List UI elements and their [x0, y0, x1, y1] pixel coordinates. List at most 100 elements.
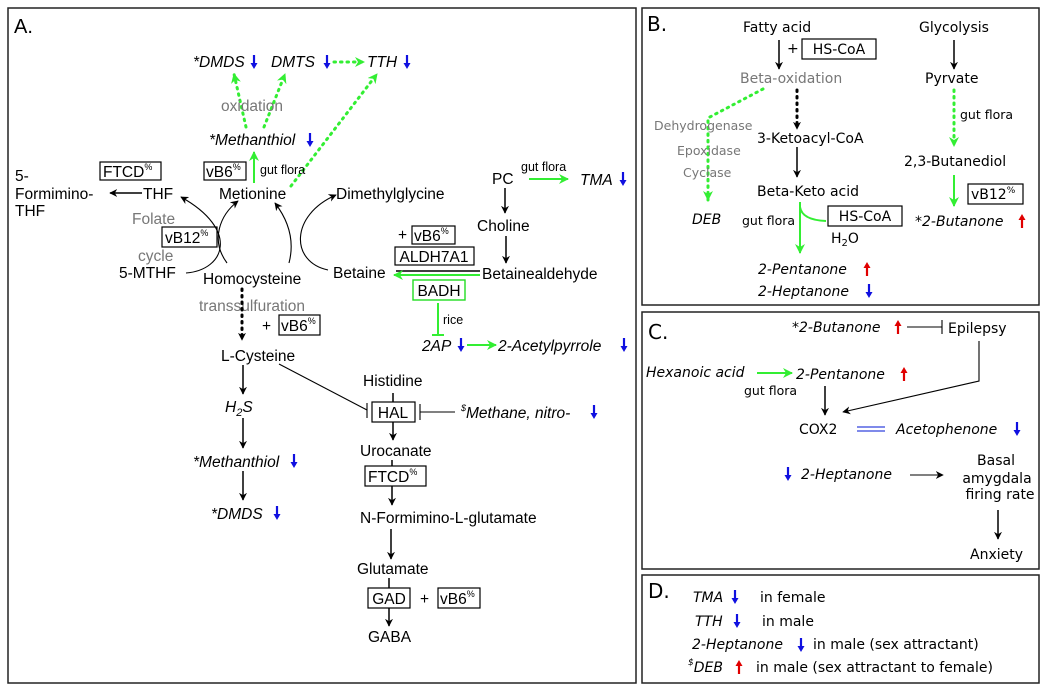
folate-cycle-arc: [180, 196, 221, 274]
homocysteine-label: Homocysteine: [203, 271, 301, 288]
legend-note: in male (sex attractant to female): [756, 660, 993, 676]
ftcd-enzyme-box: [364, 465, 427, 487]
cox2-label: COX2: [799, 422, 837, 438]
epilepsy-to-cox2-arrow: [842, 341, 980, 415]
decrease-arrow-icon: [619, 336, 629, 354]
vb6-label: vB6%: [281, 316, 316, 335]
amygdala-label: amygdala: [962, 471, 1031, 487]
increase-arrow-icon: [1017, 212, 1027, 230]
badh-enzyme-box: [412, 279, 466, 301]
increase-arrow-icon: [862, 260, 872, 278]
vb6-cofactor-box: [411, 225, 456, 245]
2-acetylpyrrole-label: 2-Acetylpyrrole: [497, 338, 602, 355]
deb-label: DEB: [692, 212, 721, 228]
legend-compound: $DEB: [688, 658, 723, 676]
cyclase-label: Cyclase: [683, 165, 732, 180]
dimethylglycine-label: Dimethylglycine: [336, 186, 445, 203]
cycle-label: cycle: [138, 248, 173, 265]
ftcd-enzyme-box: [99, 161, 162, 181]
gut-flora-label: gut flora: [742, 213, 795, 228]
tma-label: TMA: [580, 172, 613, 189]
vb6-cofactor-box: [437, 587, 481, 609]
ftcd-label: FTCD%: [368, 467, 417, 486]
plus-sign: +: [420, 591, 429, 608]
firing-rate-label: firing rate: [965, 487, 1034, 503]
legend-row: TTH in male: [695, 612, 814, 630]
decrease-arrow-icon: [730, 588, 740, 606]
tth-label: TTH: [367, 54, 398, 71]
oxidation-arrow-dmds: [231, 72, 248, 129]
panel-c-label: C.: [648, 320, 668, 344]
2ap-label: 2AP: [421, 338, 452, 355]
cysteine-inhibits-hal-line: [278, 363, 368, 411]
thf-label: THF: [143, 186, 173, 203]
panel-a-frame: [7, 7, 637, 684]
badh-label: BADH: [417, 283, 460, 300]
legend-row: 2-Heptanone in male (sex attractant): [692, 636, 979, 654]
decrease-arrow-icon: [249, 53, 259, 71]
metionine-to-tth-arrow: [289, 72, 379, 188]
methanthiol-bottom-label: *Methanthiol: [193, 454, 280, 471]
decrease-arrow-icon: [589, 403, 599, 421]
oxidation-arrow-dmts: [262, 72, 287, 129]
homocysteine-to-metionine-arc: [217, 200, 239, 264]
panel-c-frame: [641, 311, 1040, 570]
3-ketoacyl-coa-label: 3-Ketoacyl-CoA: [757, 131, 864, 147]
methane-nitro-label: $Methane, nitro-: [460, 403, 570, 422]
panel-c: C. *2-Butanone Epilepsy Hexanoic acid gu…: [646, 318, 1035, 563]
plus-sign: +: [398, 227, 407, 244]
choline-label: Choline: [477, 218, 530, 235]
formimino-thf-line2: Formimino-: [15, 186, 93, 203]
decrease-arrow-icon: [305, 131, 315, 149]
vb6-label: vB6%: [440, 589, 475, 608]
betainealdehyde-label: Betainealdehyde: [482, 266, 598, 283]
decrease-arrow-icon: [402, 53, 412, 71]
panel-d-label: D.: [648, 579, 670, 603]
legend-compound: TMA: [693, 590, 723, 606]
2-butanone-label: *2-Butanone: [915, 214, 1003, 230]
dehydrogenase-label: Dehydrogenase: [654, 118, 753, 133]
fatty-acid-label: Fatty acid: [743, 20, 811, 36]
glutamate-label: Glutamate: [357, 561, 429, 578]
oxidation-label: oxidation: [221, 98, 283, 115]
h2o-label: H2O: [831, 231, 859, 249]
hexanoic-acid-label: Hexanoic acid: [646, 365, 745, 381]
dmds-bottom-label: *DMDS: [211, 506, 263, 523]
folate-label: Folate: [132, 211, 175, 228]
increase-arrow-icon: [899, 365, 909, 383]
rice-label: rice: [443, 313, 463, 327]
transsulfuration-label: transsulfuration: [199, 298, 305, 315]
2-pentanone-label: 2-Pentanone: [758, 262, 847, 278]
decrease-arrow-icon: [732, 612, 742, 630]
gut-flora-label: gut flora: [960, 107, 1013, 122]
panel-b-label: B.: [647, 12, 667, 36]
decrease-arrow-icon: [322, 53, 332, 71]
methanthiol-top-label: *Methanthiol: [209, 132, 296, 149]
h2s-label: H2S: [225, 399, 253, 419]
gaba-label: GABA: [368, 629, 412, 646]
vb12-label: vB12%: [165, 228, 208, 247]
pyrvate-label: Pyrvate: [925, 71, 978, 87]
epilepsy-label: Epilepsy: [948, 321, 1007, 337]
plus-sign: +: [262, 318, 271, 335]
panel-b-frame: [641, 7, 1040, 306]
panel-a-label: A.: [14, 16, 33, 38]
plus-sign: +: [787, 41, 799, 57]
gut-flora-label: gut flora: [744, 383, 797, 398]
beta-keto-acid-label: Beta-Keto acid: [757, 184, 859, 200]
legend-note: in male: [762, 614, 814, 630]
panel-a: A. *DMDS DMTS TTH oxidation *Methanthiol…: [14, 16, 629, 646]
decrease-arrow-icon: [289, 452, 299, 470]
hal-label: HAL: [378, 405, 409, 422]
2-heptanone-label: 2-Heptanone: [758, 284, 849, 300]
decrease-arrow-icon: [1012, 420, 1022, 438]
betaine-label: Betaine: [333, 265, 386, 282]
vb6-cofactor-box: [203, 161, 247, 181]
panel-b: B. Fatty acid + HS-CoA Beta-oxidation 3-…: [647, 12, 1027, 300]
hs-coa-release-curve: [799, 206, 827, 222]
beta-oxidation-to-deb-arrow: [703, 87, 765, 202]
histidine-label: Histidine: [363, 373, 422, 390]
legend-note: in female: [760, 590, 825, 606]
basal-label: Basal: [977, 453, 1015, 469]
decrease-arrow-icon: [618, 170, 628, 188]
